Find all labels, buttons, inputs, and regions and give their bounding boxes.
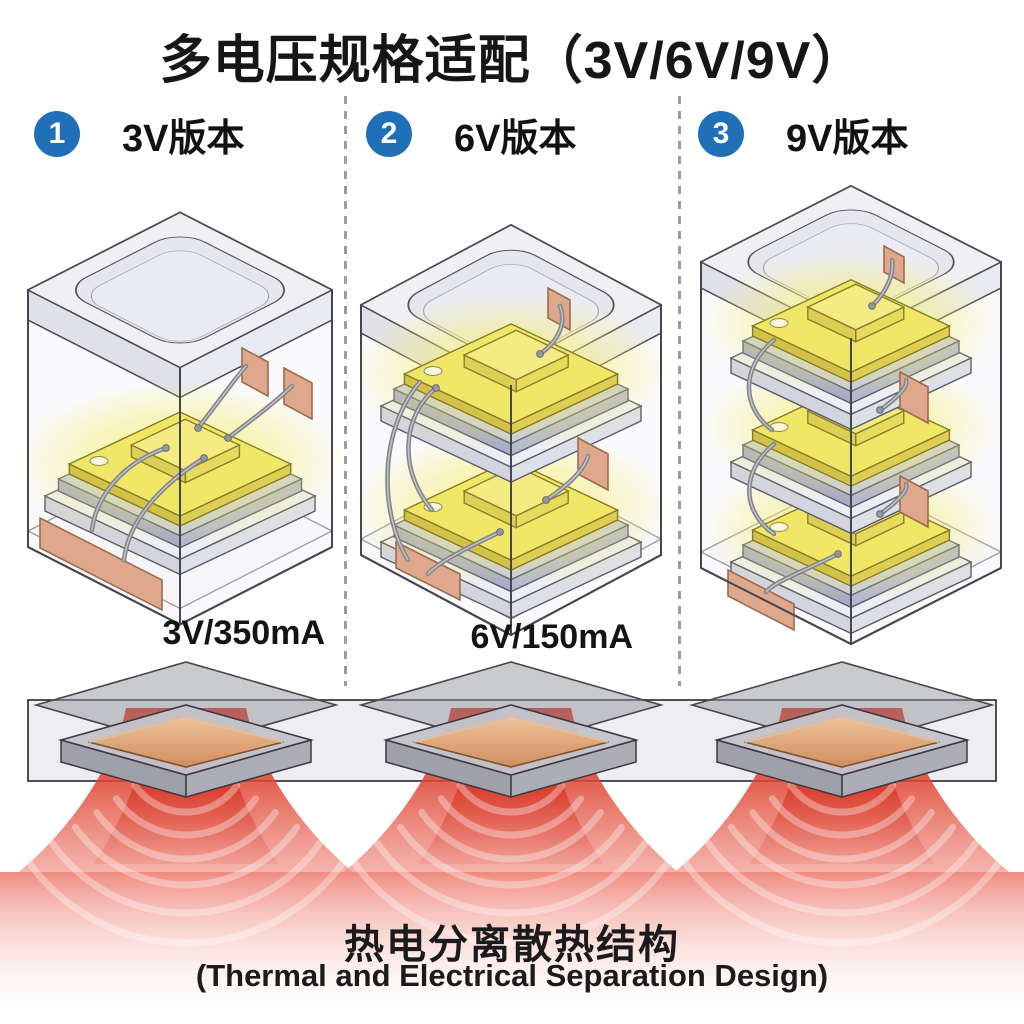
step-number-badge-1: 1 xyxy=(34,111,80,157)
panel-header-9v: 3 9V版本 xyxy=(698,110,908,160)
page-title: 多电压规格适配（3V/6V/9V） xyxy=(159,32,865,90)
led-package-3d-box-2 xyxy=(349,223,673,637)
heat-wash xyxy=(0,872,1024,1024)
heat-ripples xyxy=(24,769,1004,947)
led-package-3d-box-1 xyxy=(12,211,348,626)
footer-title-en: (Thermal and Electrical Separation Desig… xyxy=(195,958,829,993)
thermal-separation-diagram xyxy=(0,661,1024,1024)
led-package-3d-box-3 xyxy=(699,184,1003,646)
step-number-badge-2: 2 xyxy=(366,111,412,157)
thermal-plate-2 xyxy=(358,661,664,798)
led-package-diagrams xyxy=(12,184,1003,646)
thermal-plate-3 xyxy=(689,661,995,798)
panel-header-6v: 2 6V版本 xyxy=(366,110,576,160)
footer-title-zh: 热电分离散热结构 xyxy=(344,923,680,967)
column-divider-1 xyxy=(344,96,347,686)
column-divider-2 xyxy=(678,96,681,686)
step-number-badge-3: 3 xyxy=(698,111,744,157)
thermal-plate-1 xyxy=(33,661,339,798)
panel-label-3v: 3V版本 xyxy=(122,117,245,160)
panel-label-6v: 6V版本 xyxy=(454,117,577,160)
current-rating-3v: 3V/350mA xyxy=(162,614,325,652)
panel-label-9v: 9V版本 xyxy=(786,117,909,160)
current-rating-6v: 6V/150mA xyxy=(470,618,633,656)
panel-header-3v: 1 3V版本 xyxy=(34,110,244,160)
